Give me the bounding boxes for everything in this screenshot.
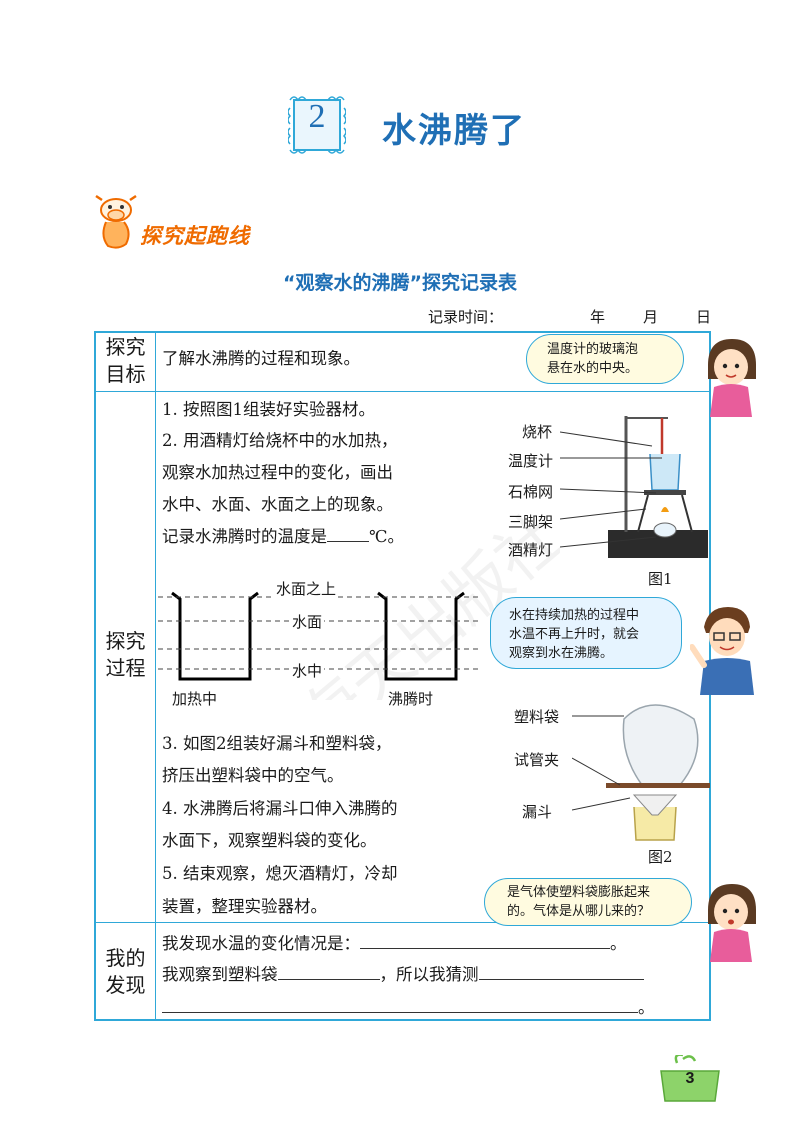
fig1-label-beaker: 烧杯 — [522, 423, 553, 441]
table-column-divider — [155, 331, 156, 1021]
bubble-gas: 是气体使塑料袋膨胀起来的。气体是从哪儿来的？ — [484, 878, 692, 926]
page-number-tag-icon — [660, 1055, 720, 1102]
figure-1-apparatus — [608, 416, 708, 558]
finding-blank-temperature — [360, 930, 610, 949]
finding-line-2: 我观察到塑料袋，所以我猜测 — [162, 959, 644, 991]
figure-2-apparatus — [606, 704, 710, 841]
step-5: 5. 结束观察，熄灭酒精灯，冷却 — [162, 864, 398, 883]
bubble-thermometer: 温度计的玻璃泡悬在水的中央。 — [526, 334, 684, 384]
bubble-boiling: 水在持续加热的过程中水温不再上升时，就会观察到水在沸腾。 — [490, 597, 682, 669]
boy-character-icon — [690, 607, 754, 695]
finding-blank-bag — [277, 961, 380, 980]
fig1-label-gauze: 石棉网 — [508, 483, 554, 501]
finding-blank-guess — [478, 961, 644, 980]
figure-2-caption: 图2 — [648, 848, 673, 866]
step-2-line-2: 观察水加热过程中的变化，画出 — [162, 463, 393, 482]
step-3: 3. 如图2组装好漏斗和塑料袋， — [162, 734, 392, 753]
chapter-number: 2 — [308, 98, 326, 135]
cow-mascot-icon — [95, 194, 137, 249]
finding-line-1: 我发现水温的变化情况是：。 — [162, 928, 627, 960]
fig1-label-tripod: 三脚架 — [508, 513, 554, 531]
step-4: 4. 水沸腾后将漏斗口伸入沸腾的 — [162, 799, 398, 818]
table-row-divider — [94, 391, 711, 392]
label-above-surface: 水面之上 — [274, 578, 339, 599]
step-2-line-3: 水中、水面、水面之上的现象。 — [162, 495, 393, 514]
record-time-label: 记录时间： — [428, 308, 504, 326]
girl-character-icon — [708, 339, 756, 417]
beaker-drawing — [158, 591, 478, 681]
step-2: 2. 用酒精灯给烧杯中的水加热， — [162, 431, 398, 450]
finding-blank-guess-cont — [162, 994, 638, 1013]
label-surface: 水面 — [290, 611, 325, 632]
row-header-process: 探究过程 — [105, 629, 146, 680]
fig2-label-bag: 塑料袋 — [514, 708, 560, 726]
fig2-label-clamp: 试管夹 — [514, 751, 560, 769]
table-row-divider — [94, 922, 711, 923]
figure-1-caption: 图1 — [648, 570, 673, 588]
caption-heating: 加热中 — [172, 690, 218, 708]
figure-2-leader-lines — [572, 715, 631, 811]
row-header-finding: 我的发现 — [105, 946, 146, 997]
temperature-blank — [327, 523, 369, 542]
figure-1-leader-lines — [560, 431, 662, 548]
page-number: 3 — [685, 1070, 695, 1087]
chapter-title: 水沸腾了 — [382, 111, 526, 151]
fig2-label-funnel: 漏斗 — [522, 803, 553, 821]
step-2-line-4: 记录水沸腾时的温度是℃。 — [162, 521, 404, 553]
step-3-line-2: 挤压出塑料袋中的空气。 — [162, 766, 344, 785]
step-4-line-2: 水面下，观察塑料袋的变化。 — [162, 831, 377, 850]
goal-text: 了解水沸腾的过程和现象。 — [162, 349, 360, 368]
fig1-label-thermometer: 温度计 — [508, 452, 554, 470]
fig1-label-lamp: 酒精灯 — [508, 541, 554, 559]
row-header-goal: 探究目标 — [105, 335, 146, 386]
chapter-number-badge — [288, 96, 346, 154]
step-1: 1. 按照图1组装好实验器材。 — [162, 400, 375, 419]
girl-character-icon-2 — [708, 884, 756, 962]
finding-line-3: 。 — [162, 992, 655, 1024]
label-inside: 水中 — [290, 660, 325, 681]
record-year-label: 年 — [590, 308, 606, 326]
caption-boiling: 沸腾时 — [388, 690, 434, 708]
step-5-line-2: 装置，整理实验器材。 — [162, 897, 327, 916]
record-day-label: 日 — [696, 308, 712, 326]
section-label: 探究起跑线 — [140, 224, 250, 248]
table-title: “观察水的沸腾”探究记录表 — [283, 272, 517, 294]
record-month-label: 月 — [643, 308, 659, 326]
